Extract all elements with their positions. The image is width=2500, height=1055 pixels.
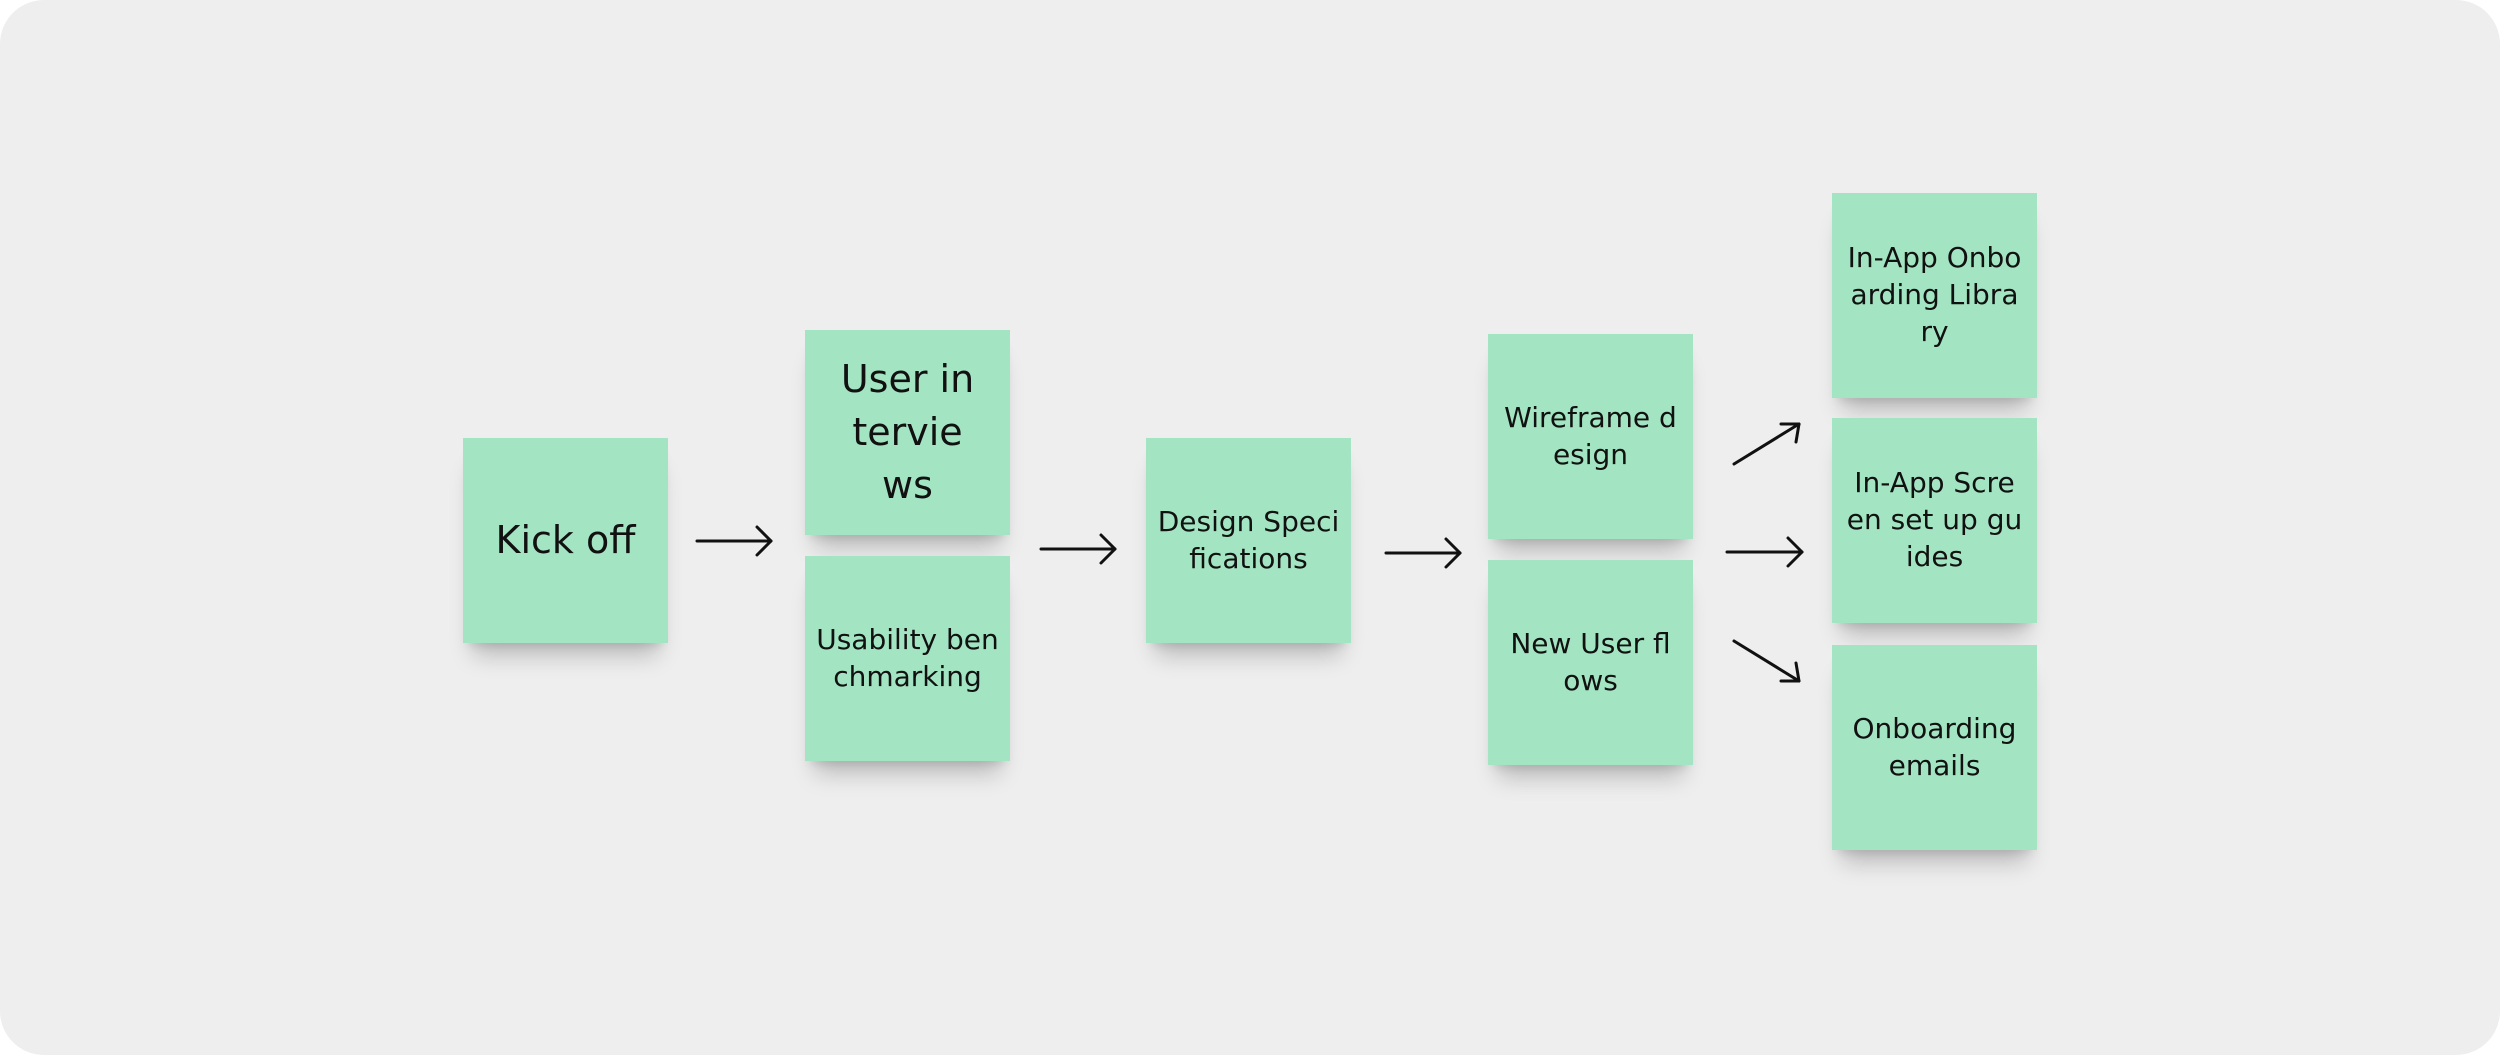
sticky-note-label: In-App Screen set up guides bbox=[1846, 466, 2023, 573]
sticky-note-onboarding-emails[interactable]: Onboarding emails bbox=[1832, 645, 2037, 850]
sticky-note-label: Usability benchmarking bbox=[816, 622, 999, 693]
sticky-note-label: User interviews bbox=[840, 356, 975, 508]
sticky-note-user-interviews[interactable]: User interviews bbox=[805, 330, 1010, 535]
arrow-up-right-icon[interactable] bbox=[1732, 422, 1801, 466]
sticky-note-label: New User flows bbox=[1510, 626, 1671, 697]
sticky-note-screen-setup-guides[interactable]: In-App Screen set up guides bbox=[1832, 418, 2037, 623]
sticky-note-wireframe-design[interactable]: Wireframe design bbox=[1488, 334, 1693, 539]
arrow-right-icon[interactable] bbox=[1039, 533, 1117, 565]
sticky-note-onboarding-library[interactable]: In-App Onboarding Library bbox=[1832, 193, 2037, 398]
arrow-right-icon[interactable] bbox=[1384, 537, 1462, 569]
sticky-note-label: Onboarding emails bbox=[1852, 711, 2017, 782]
sticky-note-label: Design Specifications bbox=[1157, 504, 1340, 575]
arrow-right-icon[interactable] bbox=[1725, 536, 1804, 568]
sticky-note-label: Kick off bbox=[495, 517, 636, 562]
sticky-note-label: Wireframe design bbox=[1504, 400, 1677, 471]
sticky-note-new-user-flows[interactable]: New User flows bbox=[1488, 560, 1693, 765]
arrow-right-icon[interactable] bbox=[695, 525, 773, 557]
sticky-note-kickoff[interactable]: Kick off bbox=[463, 438, 668, 643]
sticky-note-design-specifications[interactable]: Design Specifications bbox=[1146, 438, 1351, 643]
sticky-note-usability-benchmarking[interactable]: Usability benchmarking bbox=[805, 556, 1010, 761]
arrow-down-right-icon[interactable] bbox=[1732, 639, 1801, 683]
sticky-note-label: In-App Onboarding Library bbox=[1847, 241, 2022, 348]
